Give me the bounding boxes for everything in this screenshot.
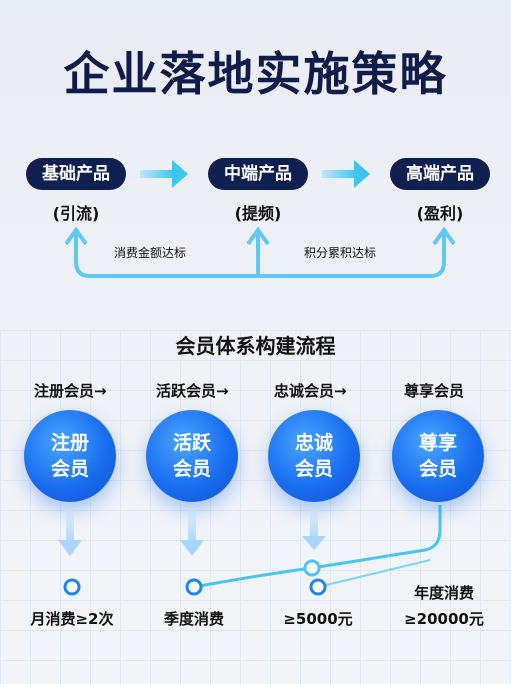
circle-text: 会员 (418, 458, 457, 480)
product-mid-sub: (提频) (234, 204, 282, 223)
product-basic-sub: (引流) (52, 204, 100, 223)
loop-note-points: 积分累积达标 (304, 246, 377, 260)
level-label-active: 活跃会员→ (156, 382, 229, 400)
product-high-sub: (盈利) (416, 204, 464, 223)
background-grid (0, 330, 511, 684)
circle-text: 注册 (50, 432, 89, 454)
level-circle-register: 注册 会员 (24, 410, 116, 502)
level-label-vip: 尊享会员 (404, 382, 465, 400)
cond-loyal: ≥5000元 (283, 610, 353, 628)
level-circle-active: 活跃 会员 (146, 410, 238, 502)
arrow-right-icon-1 (140, 160, 188, 188)
timeline-node-3 (309, 578, 327, 596)
section-title: 会员体系构建流程 (175, 334, 336, 358)
arrow-right-icon-2 (322, 160, 370, 188)
level-circle-loyal: 忠诚 会员 (268, 410, 360, 502)
page-title: 企业落地实施策略 (63, 47, 448, 101)
arrow-down-icon-1 (58, 510, 82, 556)
circle-text: 会员 (294, 458, 333, 480)
arrow-up-icon-3 (432, 226, 456, 246)
product-high: 高端产品 (390, 158, 490, 190)
circle-text: 会员 (172, 458, 211, 480)
timeline-node-2 (185, 578, 203, 596)
circle-text: 会员 (50, 458, 89, 480)
product-basic: 基础产品 (26, 158, 126, 190)
loop-note-amount: 消费金额达标 (114, 246, 187, 260)
arrow-down-icon-3 (302, 510, 326, 550)
cond-vip-line2: ≥20000元 (404, 610, 484, 628)
cond-register: 月消费≥2次 (30, 610, 114, 628)
level-circle-vip: 尊享 会员 (392, 410, 484, 502)
product-mid: 中端产品 (208, 158, 308, 190)
cond-active: 季度消费 (163, 610, 224, 628)
arrow-up-icon-2 (246, 226, 270, 246)
level-label-register: 注册会员→ (34, 382, 107, 400)
level-label-loyal: 忠诚会员→ (274, 382, 347, 400)
circle-text: 尊享 (418, 432, 457, 454)
circle-text: 活跃 (172, 432, 211, 454)
timeline-node-1 (63, 578, 81, 596)
arrow-up-icon-1 (64, 226, 88, 246)
circle-text: 忠诚 (294, 432, 333, 454)
timeline-node-4 (303, 559, 321, 577)
cond-vip-line1: 年度消费 (413, 584, 474, 602)
arrow-down-icon-2 (180, 510, 204, 556)
